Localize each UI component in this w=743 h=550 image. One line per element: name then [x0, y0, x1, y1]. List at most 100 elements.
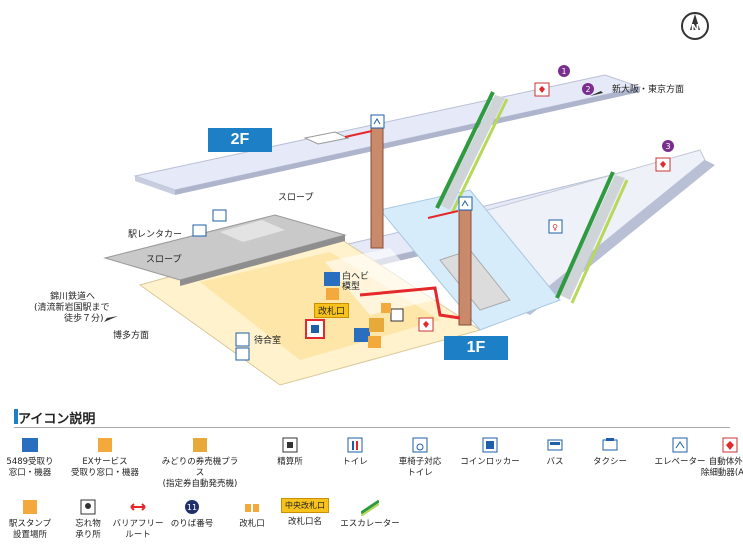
legend-divider — [14, 427, 730, 428]
elevator-shaft-left — [370, 127, 384, 249]
svg-text:N: N — [691, 23, 699, 34]
legend-item-barrier-free-route: バリアフリー ルート — [98, 498, 178, 541]
svg-text:1: 1 — [561, 67, 566, 76]
legend-item-label: 駅スタンプ 設置場所 — [8, 519, 52, 540]
toilet-icon: ♀ — [548, 219, 563, 234]
legend-item-toilet: トイレ — [315, 436, 395, 468]
legend-title: アイコン説明 — [18, 412, 96, 427]
5489-icon — [22, 438, 38, 452]
legend-item-label: エレベーター — [654, 457, 706, 467]
shin-osaka-direction-label: 新大阪・東京方面 — [612, 85, 685, 95]
platform-number-1: 1 — [558, 65, 570, 77]
legend-item-label: のりば番号 — [170, 519, 214, 529]
legend-item-fare-adjustment: 精算所 — [250, 436, 330, 468]
stamp-icon — [381, 303, 391, 313]
legend-item-label: バリアフリー ルート — [112, 519, 164, 540]
midori-ticket-machine-icon — [369, 318, 384, 332]
aed-icon — [655, 157, 671, 172]
slope-slab — [103, 214, 347, 286]
aed-icon — [418, 317, 434, 332]
elevator-icon — [370, 114, 385, 129]
ticket-gate-icon — [245, 504, 259, 512]
coin-locker-icon — [482, 437, 498, 453]
aed-icon — [534, 82, 550, 97]
nishikawa-label: 錦川鉄道へ — [50, 292, 96, 302]
2f-concourse — [133, 74, 642, 195]
svg-text:2: 2 — [585, 85, 590, 94]
legend-item-escalator: エスカレーター — [330, 498, 410, 530]
fare-adjustment-icon — [282, 437, 298, 453]
bus-icon — [212, 209, 227, 222]
compass-icon: N — [681, 12, 709, 40]
midori-ticket-machine-icon — [193, 438, 207, 452]
gate-name-badge: 中央改札口 — [281, 498, 329, 513]
ex-service-icon — [98, 438, 112, 452]
nishikawa-note-1: (清流新岩国駅まで — [34, 303, 110, 313]
slope-label-lower: スロープ — [146, 255, 182, 265]
barrier-free-route-icon — [130, 503, 146, 511]
legend-item-aed: 自動体外式 除細動器(AED) — [690, 436, 743, 479]
hakata-direction-label: 博多方面 — [113, 331, 150, 341]
floor-label-2f: 2F — [208, 128, 272, 152]
wheelchair-toilet-icon — [412, 437, 428, 453]
legend-item-ticket-gate: 改札口 — [212, 498, 292, 530]
gate-name-icon: 中央改札口 — [265, 498, 345, 514]
legend-item-ex-service: EXサービス 受取り窓口・機器 — [65, 436, 145, 479]
legend-item-5489: 5489受取り 窓口・機器 — [0, 436, 70, 479]
waiting-room-label: 待合室 — [254, 336, 282, 346]
legend-item-label: 車椅子対応 トイレ — [398, 457, 442, 478]
elevator-icon — [458, 196, 473, 211]
wheelchair-toilet-icon — [235, 347, 250, 361]
legend-item-label: 改札口 — [239, 519, 265, 529]
legend-item-label: エスカレーター — [340, 519, 400, 529]
legend-item-midori-ticket-machine: みどりの券売機プラス (指定券自動発売機) — [160, 436, 240, 490]
legend-item-label: タクシー — [592, 457, 627, 467]
rental-car-label: 駅レンタカー — [128, 230, 183, 240]
legend-item-label: 忘れ物 承り所 — [75, 519, 101, 540]
elevator-shaft-right — [458, 209, 472, 326]
lost-property-icon — [80, 499, 96, 515]
ex-service-icon — [368, 336, 381, 348]
escalator-icon — [361, 499, 379, 516]
legend-item-taxi: タクシー — [570, 436, 650, 468]
stamp-icon — [23, 500, 37, 514]
legend-item-elevator: エレベーター — [640, 436, 720, 468]
legend-accent-bar — [14, 409, 18, 424]
escalator-right — [555, 171, 629, 304]
svg-text:♀: ♀ — [552, 223, 558, 232]
legend-item-label: 改札口名 — [287, 517, 322, 527]
legend-item-label: EXサービス 受取り窓口・機器 — [70, 457, 139, 478]
platform-number-3: 3 — [662, 140, 674, 152]
legend-item-label: トイレ — [342, 457, 368, 467]
direction-arrow-icon — [590, 91, 603, 96]
platform-number-2: 2 — [582, 83, 594, 95]
legend-item-label: 自動体外式 除細動器(AED) — [700, 457, 743, 478]
white-snake-label: 白ヘビ — [342, 272, 370, 282]
ex-service-icon — [326, 288, 339, 300]
ticket-gate-name-label: 改札口 — [314, 303, 350, 318]
legend-item-label: みどりの券売機プラス (指定券自動発売機) — [161, 457, 239, 489]
wheelchair-toilet-icon — [235, 332, 250, 347]
legend-item-stamp: 駅スタンプ 設置場所 — [0, 498, 70, 541]
legend-item-lost-property: 忘れ物 承り所 — [48, 498, 128, 541]
escalator-left — [435, 91, 509, 214]
platform-number-icon: 11 — [185, 500, 199, 514]
legend-item-label: 5489受取り 窓口・機器 — [6, 457, 54, 478]
bus-icon — [547, 439, 563, 451]
legend-item-label: 精算所 — [277, 457, 303, 467]
fare-adjustment-icon — [390, 308, 404, 322]
floor-label-1f: 1F — [444, 336, 508, 360]
coin-locker-icon — [305, 319, 325, 339]
legend-item-bus: バス — [515, 436, 595, 468]
station-floor-map: ♀ 1 2 3 N — [103, 12, 715, 386]
direction-arrow-icon — [104, 316, 118, 322]
legend-item-label: コインロッカー — [460, 457, 520, 467]
legend-item-platform-number: 11 のりば番号 — [152, 498, 232, 530]
aed-icon — [722, 437, 738, 453]
5489-icon — [324, 272, 340, 286]
legend-item-label: バス — [546, 457, 564, 467]
svg-text:11: 11 — [187, 503, 197, 512]
taxi-icon — [192, 224, 207, 237]
legend-item-gate-name: 中央改札口改札口名 — [265, 498, 345, 528]
slope-label-upper: スロープ — [278, 193, 314, 203]
